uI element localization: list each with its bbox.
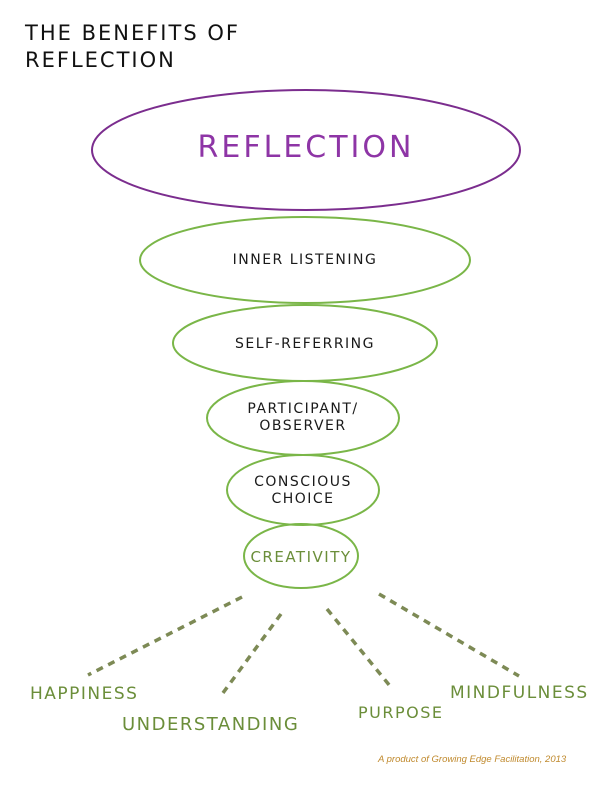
creativity-ellipse	[243, 523, 359, 589]
connector-mindfulness	[378, 592, 520, 678]
connector-understanding	[218, 612, 283, 699]
reflection-label: REFLECTION	[197, 130, 415, 165]
connector-purpose	[325, 607, 392, 688]
outcome-purpose: PURPOSE	[358, 703, 444, 722]
self-referring-label: SELF-REFERRING	[234, 336, 375, 352]
creativity-label: CREATIVITY	[250, 548, 352, 566]
choice-line: CHOICE	[271, 491, 335, 507]
title-line-1: THE BENEFITS OF	[25, 21, 240, 45]
reflection-ellipse	[91, 89, 521, 211]
title-line-2: REFLECTION	[25, 48, 176, 72]
participant-line: PARTICIPANT/	[247, 401, 359, 417]
conscious-choice-label: CONSCIOUS CHOICE	[227, 474, 379, 508]
outcome-mindfulness: MINDFULNESS	[450, 683, 589, 703]
outcome-understanding: UNDERSTANDING	[122, 714, 300, 735]
connector-happiness	[87, 595, 243, 677]
diagram-title: THE BENEFITS OF REFLECTION	[25, 20, 240, 74]
outcome-happiness: HAPPINESS	[30, 684, 139, 704]
observer-line: OBSERVER	[259, 418, 347, 434]
inner-listening-ellipse	[139, 216, 471, 304]
conscious-line: CONSCIOUS	[254, 474, 352, 490]
participant-observer-label: PARTICIPANT/ OBSERVER	[207, 401, 399, 435]
footer-credit: A product of Growing Edge Facilitation, …	[378, 754, 567, 765]
inner-listening-label: INNER LISTENING	[232, 252, 378, 268]
